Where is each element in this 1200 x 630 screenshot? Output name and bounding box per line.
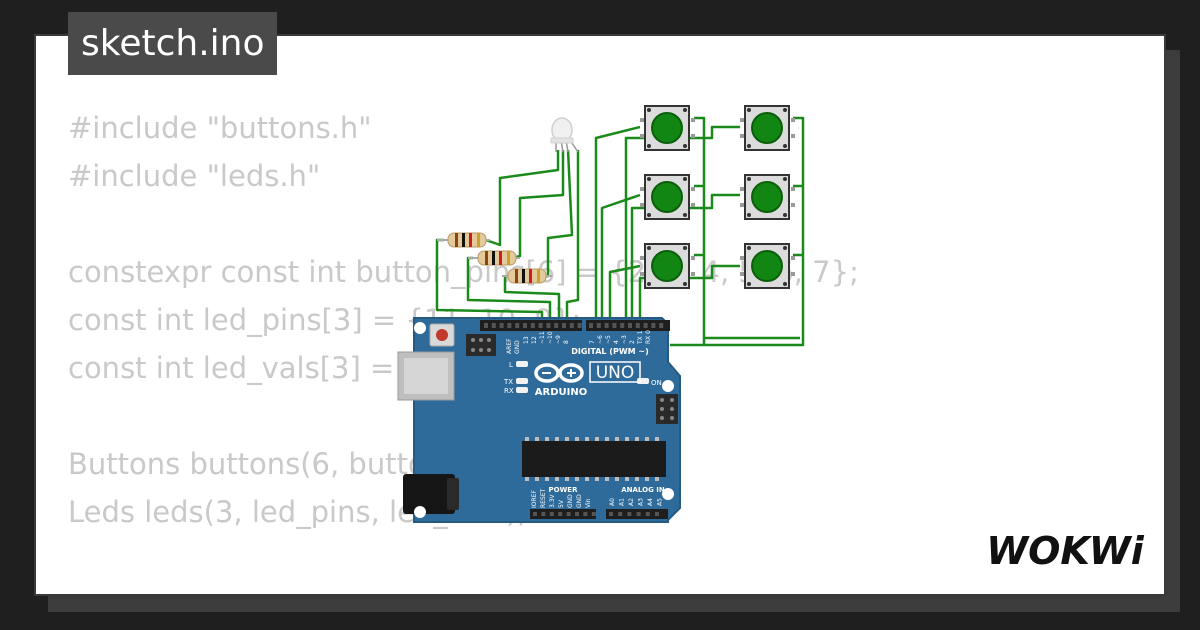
pin-label: Vin	[585, 498, 592, 508]
pin-label: ~11	[539, 331, 546, 344]
code-line: const int led = 13;	[68, 584, 859, 594]
header-power-label: POWER	[549, 486, 579, 494]
label-l: L	[509, 361, 513, 369]
file-name-tab[interactable]: sketch.ino	[68, 12, 278, 75]
pin-label: A4	[647, 498, 654, 506]
resistor-1	[437, 232, 490, 248]
pin-label: A1	[619, 498, 626, 506]
pin-label: 4	[613, 340, 620, 344]
pushbutton-5[interactable]	[640, 243, 695, 289]
pushbutton-2[interactable]	[740, 105, 795, 151]
pin-label: A2	[628, 498, 635, 506]
pin-label: 12	[531, 336, 538, 344]
code-line: #include "leds.h"	[68, 159, 321, 193]
pin-label: ~9	[555, 335, 562, 344]
project-card[interactable]: #include "buttons.h" #include "leds.h" con…	[34, 34, 1166, 596]
pin-label: ~5	[605, 335, 612, 344]
pushbutton-4[interactable]	[740, 174, 795, 220]
pin-label: 8	[563, 340, 570, 344]
pushbutton-1[interactable]	[640, 105, 695, 151]
pushbutton-6[interactable]	[740, 243, 795, 289]
header-analog-label: ANALOG IN	[621, 486, 665, 494]
pin-label: GND	[576, 494, 583, 508]
header-digital-label: DIGITAL (PWM ~)	[571, 347, 649, 356]
pin-label: 3.3V	[549, 493, 556, 508]
pushbutton-3[interactable]	[640, 174, 695, 220]
label-on: ON	[651, 379, 662, 387]
wires	[435, 116, 805, 347]
resistor-2	[468, 250, 520, 266]
rgb-led	[550, 117, 579, 153]
pin-label: ~6	[597, 335, 604, 344]
wokwi-logo[interactable]: WOKWi	[975, 524, 1155, 580]
pin-label: RX 0	[645, 330, 652, 344]
pin-label: ~3	[621, 335, 628, 344]
arduino-uno-board: UNO ARDUINO DIGITAL (PWM ~) POWER ANALOG…	[397, 317, 681, 523]
board-leds	[516, 361, 649, 393]
pin-label: 13	[523, 336, 530, 344]
label-rx: RX	[504, 387, 514, 395]
pin-label: GND	[567, 494, 574, 508]
pin-label: A3	[638, 498, 645, 506]
label-gnd: GND	[514, 340, 521, 354]
pin-label: 5V	[558, 499, 565, 508]
resistor-3	[502, 268, 552, 284]
pin-label: 2	[629, 340, 636, 344]
label-tx: TX	[503, 378, 513, 386]
pin-label: A0	[609, 498, 616, 506]
code-line: #include "buttons.h"	[68, 111, 372, 145]
pin-label: ~10	[547, 331, 554, 344]
board-brand: ARDUINO	[535, 387, 587, 398]
wokwi-logo-text: WOKWi	[986, 529, 1145, 573]
arduino-logo-icon	[534, 363, 584, 383]
code-line: const int led_vals[3] = {	[68, 351, 422, 385]
board-model: UNO	[596, 363, 635, 383]
pin-label: RESET	[540, 488, 547, 508]
label-aref: AREF	[506, 338, 513, 354]
pin-label: TX 1	[637, 330, 644, 345]
pin-label: A5	[657, 498, 664, 506]
pin-label: 7	[589, 340, 596, 344]
pin-label: IOREF	[531, 490, 538, 508]
pushbuttons	[640, 105, 795, 289]
